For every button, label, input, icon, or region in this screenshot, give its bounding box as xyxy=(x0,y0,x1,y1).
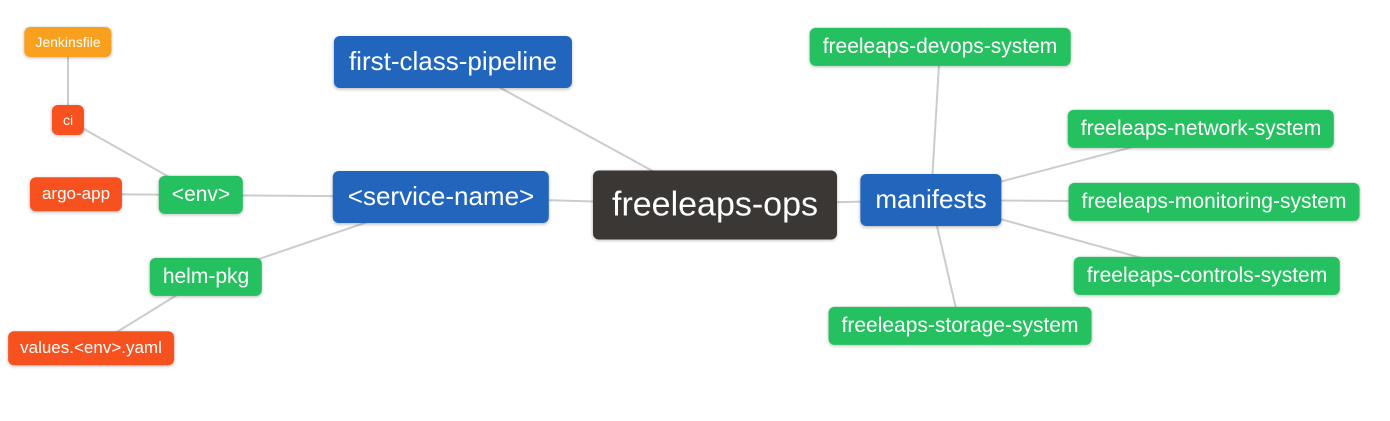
node-env[interactable]: <env> xyxy=(158,175,244,215)
node-service-name[interactable]: <service-name> xyxy=(332,171,550,223)
node-freeleaps-network-system[interactable]: freeleaps-network-system xyxy=(1067,109,1335,149)
node-manifests[interactable]: manifests xyxy=(860,174,1002,226)
node-first-class-pipeline[interactable]: first-class-pipeline xyxy=(333,36,573,88)
node-freeleaps-ops[interactable]: freeleaps-ops xyxy=(592,170,838,240)
node-freeleaps-devops-system[interactable]: freeleaps-devops-system xyxy=(809,27,1071,67)
node-freeleaps-monitoring-system[interactable]: freeleaps-monitoring-system xyxy=(1068,182,1360,222)
node-freeleaps-storage-system[interactable]: freeleaps-storage-system xyxy=(828,306,1092,346)
node-argo-app[interactable]: argo-app xyxy=(29,177,123,211)
node-helm-pkg[interactable]: helm-pkg xyxy=(149,257,263,297)
node-values-env-yaml[interactable]: values.<env>.yaml xyxy=(8,331,174,365)
node-jenkinsfile[interactable]: Jenkinsfile xyxy=(24,26,112,58)
node-freeleaps-controls-system[interactable]: freeleaps-controls-system xyxy=(1073,256,1341,296)
node-ci[interactable]: ci xyxy=(51,104,85,136)
